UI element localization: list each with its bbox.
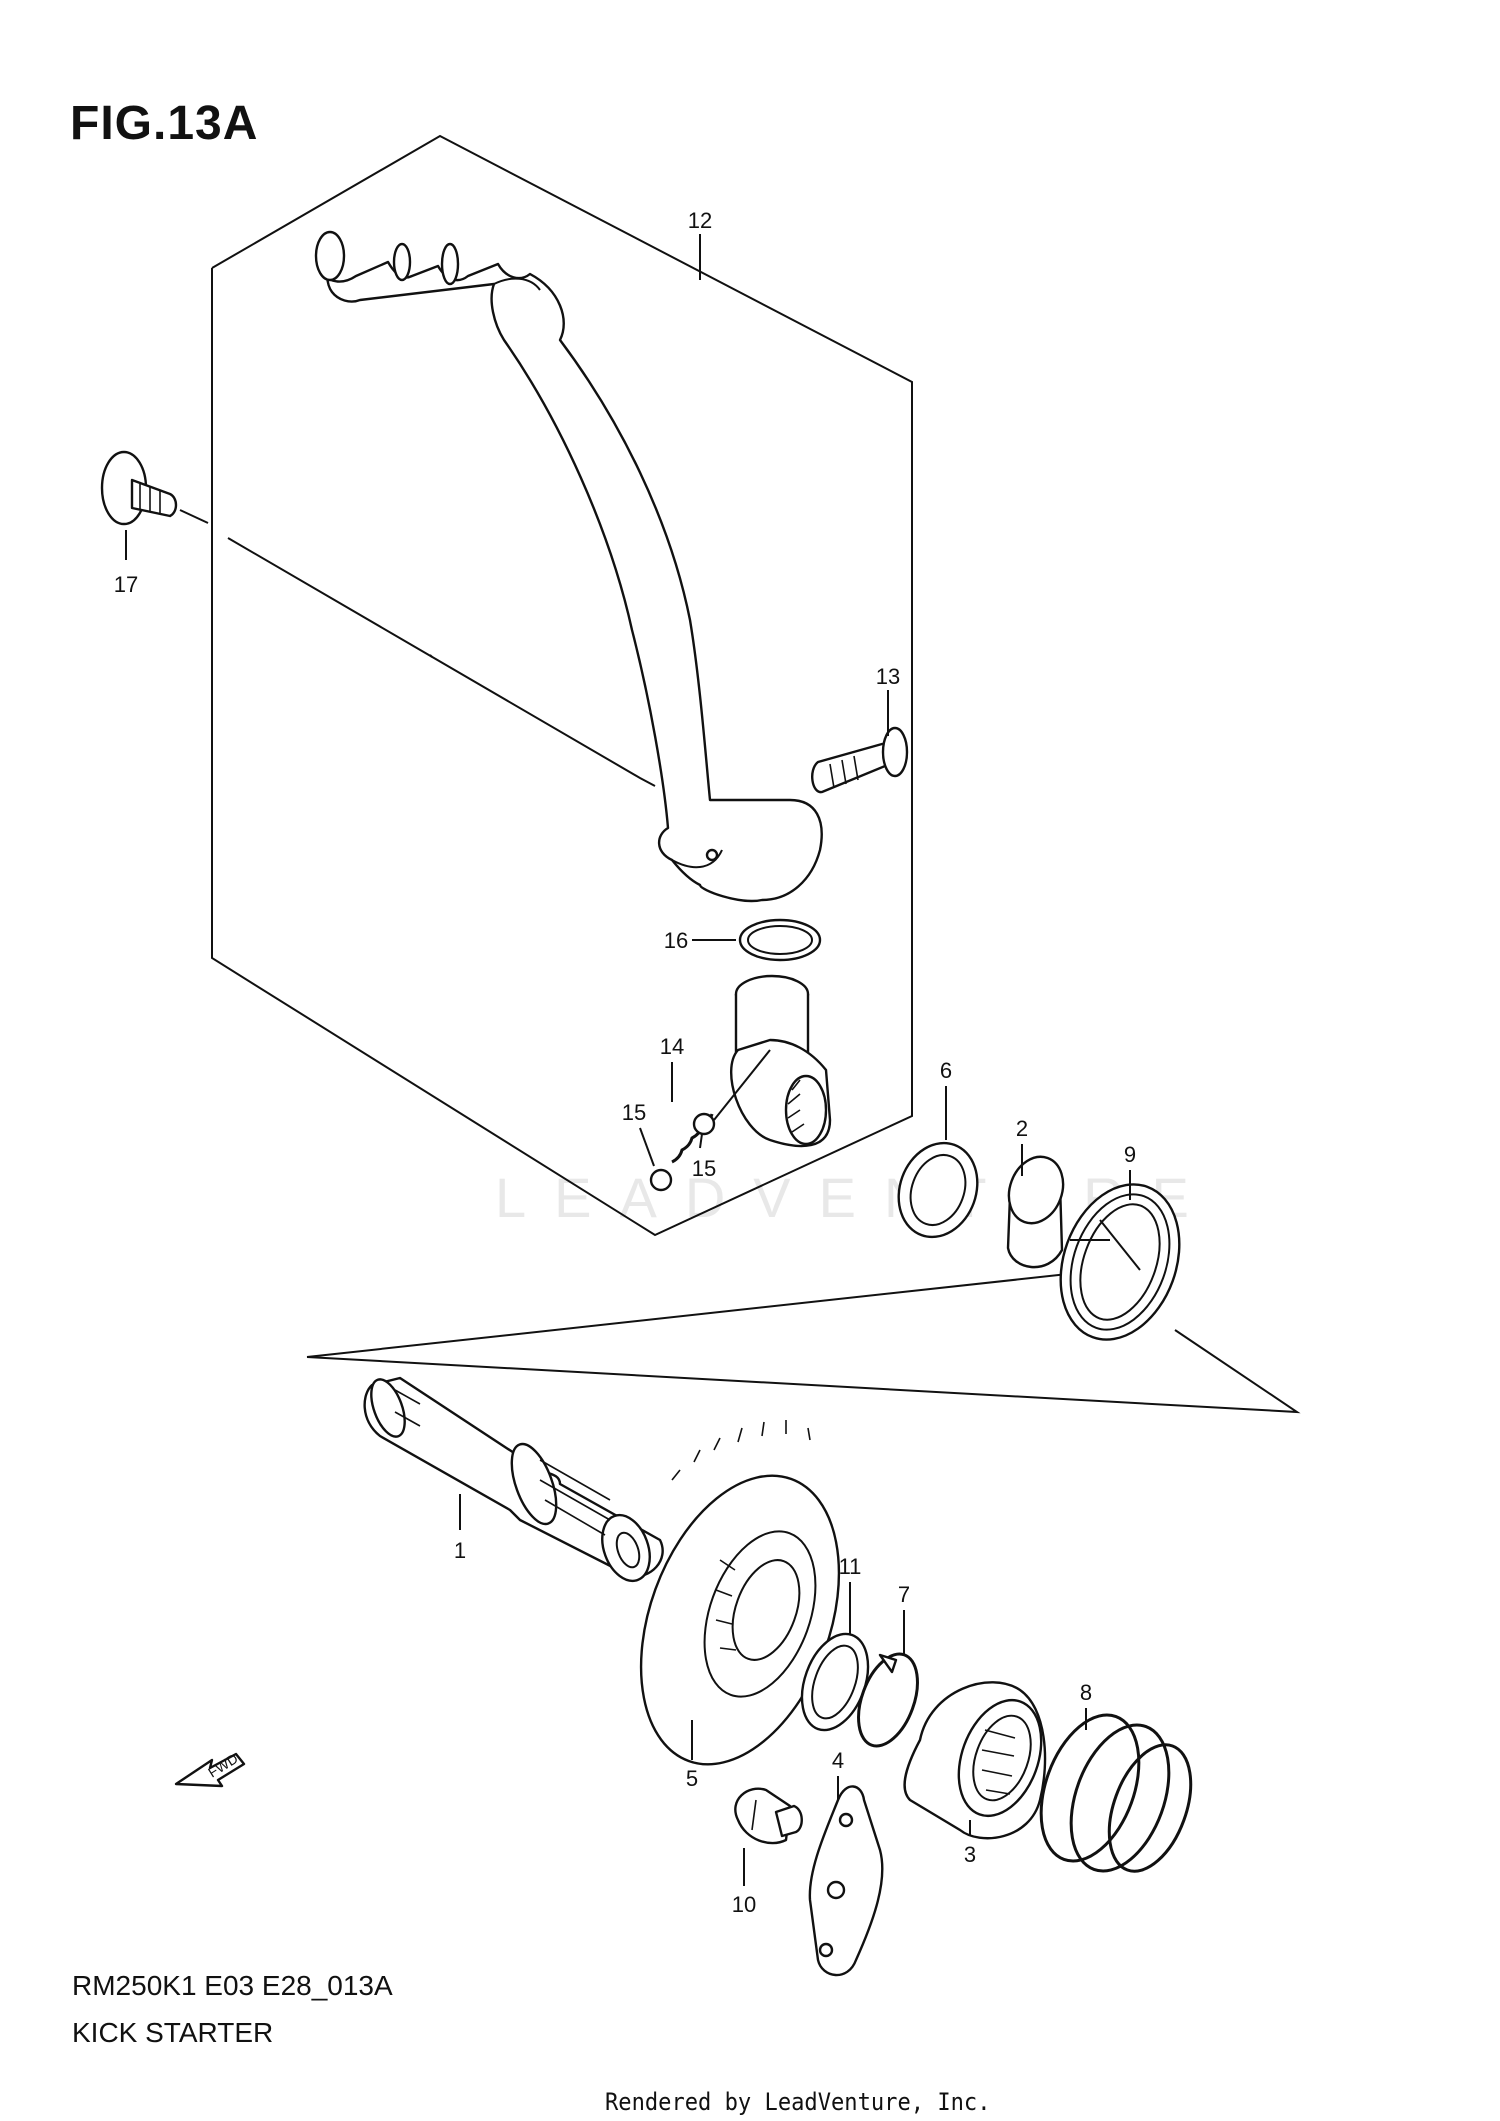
bolt-part-10[interactable]	[734, 1787, 803, 1845]
kick-lever-part-12[interactable]	[314, 230, 823, 903]
spring-part-8[interactable]	[1023, 1702, 1207, 1885]
callout-15-a: 15	[622, 1100, 646, 1125]
callout-5: 5	[686, 1766, 698, 1791]
callout-6: 6	[940, 1058, 952, 1083]
callout-8: 8	[1080, 1680, 1092, 1705]
return-spring-part-9[interactable]	[1040, 1168, 1200, 1357]
washer-part-11[interactable]	[790, 1625, 881, 1739]
callout-15-b: 15	[692, 1156, 716, 1181]
callout-9: 9	[1124, 1142, 1136, 1167]
kick-shaft-part-1[interactable]	[363, 1375, 664, 1587]
kick-boss[interactable]	[729, 974, 832, 1148]
ratchet-part-3[interactable]	[903, 1681, 1057, 1840]
callout-11: 11	[839, 1554, 862, 1579]
callout-1: 1	[454, 1538, 466, 1563]
callout-2: 2	[1016, 1116, 1028, 1141]
guide-plate-part-4[interactable]	[808, 1785, 884, 1977]
callout-13: 13	[876, 664, 900, 689]
oil-seal-part-6[interactable]	[886, 1132, 990, 1248]
figure-title: FIG.13A	[70, 97, 259, 150]
leader-17-dash	[179, 509, 209, 524]
callout-7: 7	[898, 1582, 910, 1607]
callout-17: 17	[114, 572, 138, 597]
diagram-name: KICK STARTER	[72, 2017, 274, 2048]
kick-gear-part-5[interactable]	[604, 1420, 876, 1792]
callout-4: 4	[832, 1748, 844, 1773]
ball-part-15-b[interactable]	[692, 1112, 716, 1136]
leader-15b	[699, 1133, 703, 1149]
bolt-part-17[interactable]	[100, 450, 178, 526]
callout-14: 14	[660, 1034, 684, 1059]
circlip-part-7[interactable]	[847, 1646, 929, 1754]
ball-part-15-a[interactable]	[649, 1168, 673, 1192]
bolt-part-13[interactable]	[811, 726, 909, 794]
watermark: LEADVENTURE	[495, 1166, 1217, 1229]
bushing-part-2[interactable]	[1000, 1149, 1072, 1269]
assembly-outline-upper	[211, 134, 913, 1237]
leader-dash	[429, 654, 433, 658]
diagram-code: RM250K1 E03 E28_013A	[72, 1970, 393, 2001]
callout-10: 10	[732, 1892, 756, 1917]
assembly-outline-lower-edge	[306, 1261, 1179, 1358]
callout-16: 16	[664, 928, 688, 953]
render-credit: Rendered by LeadVenture, Inc.	[605, 2088, 991, 2116]
assembly-outline-lower	[306, 1329, 1301, 1414]
fwd-arrow	[174, 1752, 246, 1788]
leader-17-to-lever	[227, 537, 656, 787]
leader-15a	[639, 1127, 655, 1167]
callout-3: 3	[964, 1842, 976, 1867]
callout-12: 12	[688, 208, 712, 233]
leader-15-boss	[713, 1049, 771, 1121]
